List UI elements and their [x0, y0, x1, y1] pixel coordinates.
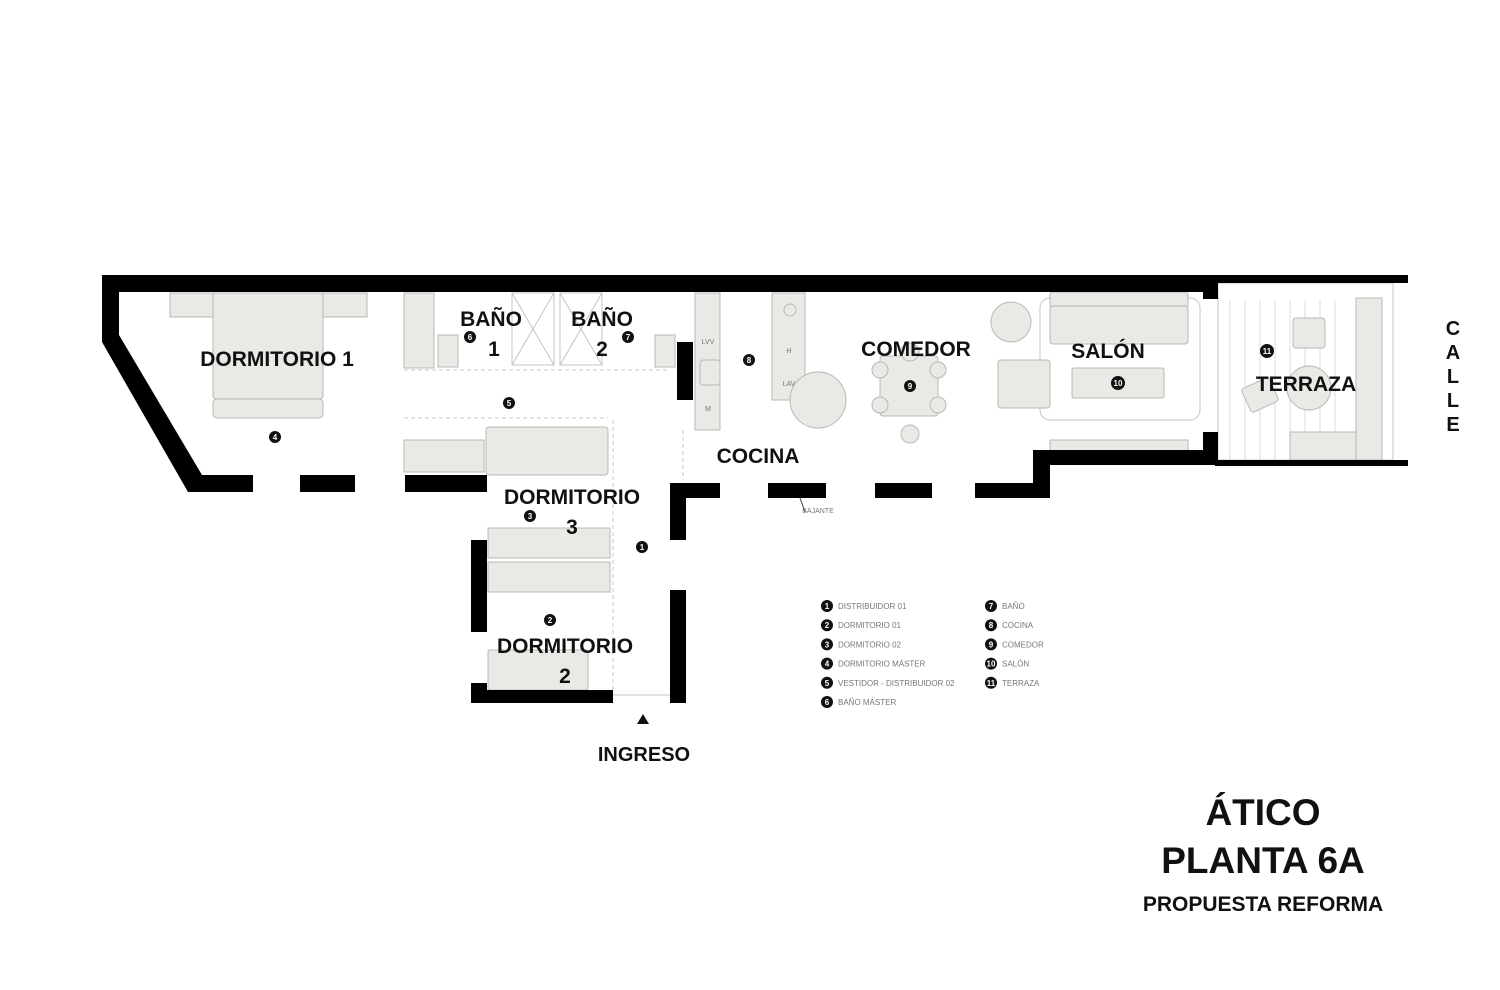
room-label-dormitorio-2: DORMITORIO [497, 635, 633, 658]
marker-10: 10 [1111, 376, 1125, 390]
title-line-1: ÁTICO [1205, 792, 1320, 833]
room-label-cocina: COCINA [717, 445, 800, 468]
room-markers: 1 2 3 4 5 6 7 8 9 10 11 [269, 331, 1274, 626]
legend-marker [985, 638, 997, 651]
room-label-dormitorio-3: DORMITORIO [504, 486, 640, 509]
legend-number: 11 [987, 679, 996, 688]
marker-8: 8 [743, 354, 755, 366]
kitchen-label-m: M [705, 406, 711, 413]
room-label-dormitorio-1: DORMITORIO 1 [200, 348, 354, 371]
svg-text:L: L [1447, 390, 1459, 412]
legend-marker [821, 676, 833, 689]
marker-3: 3 [524, 510, 536, 522]
svg-text:4: 4 [273, 433, 278, 442]
legend-item: 2 DORMITORIO 01 [821, 619, 902, 632]
legend-label: BAÑO [1002, 602, 1025, 611]
legend-item: 5 VESTIDOR - DISTRIBUIDOR 02 [821, 676, 955, 689]
room-label-dormitorio-2-number: 2 [559, 665, 571, 688]
legend-marker [985, 619, 997, 632]
bajante-label: BAJANTE [802, 508, 834, 515]
marker-4: 4 [269, 431, 281, 443]
marker-1: 1 [636, 541, 648, 553]
marker-11: 11 [1260, 344, 1274, 358]
svg-text:9: 9 [908, 382, 913, 391]
kitchen-label-lav: LAV [783, 381, 796, 388]
title-line-3: PROPUESTA REFORMA [1143, 893, 1383, 916]
svg-text:5: 5 [507, 399, 512, 408]
legend-item: 10 SALÓN [985, 657, 1029, 670]
legend-label: VESTIDOR - DISTRIBUIDOR 02 [838, 679, 955, 688]
legend-number: 7 [989, 602, 994, 611]
ingreso-label: INGRESO [598, 744, 690, 766]
legend-item: 8 COCINA [985, 619, 1034, 632]
svg-text:C: C [1446, 318, 1460, 340]
marker-9: 9 [904, 380, 916, 392]
legend-item: 7 BAÑO [985, 600, 1025, 612]
legend-label: DORMITORIO 01 [838, 621, 902, 630]
legend-marker [985, 676, 997, 689]
room-label-salon: SALÓN [1071, 339, 1145, 363]
legend-number: 4 [825, 660, 830, 669]
legend-number: 1 [825, 602, 830, 611]
legend-number: 6 [825, 698, 830, 707]
entrance-arrow-icon [637, 714, 649, 724]
svg-text:L: L [1447, 366, 1459, 388]
room-label-bano-2-number: 2 [596, 338, 608, 361]
svg-text:3: 3 [528, 512, 533, 521]
room-label-bano-1: BAÑO [460, 308, 522, 331]
legend-marker [985, 657, 997, 670]
legend-item: 4 DORMITORIO MÁSTER [821, 657, 926, 670]
room-label-bano-1-number: 1 [488, 338, 500, 361]
marker-6: 6 [464, 331, 476, 343]
svg-text:10: 10 [1114, 379, 1123, 388]
svg-text:A: A [1446, 342, 1460, 364]
legend-label: TERRAZA [1002, 679, 1040, 688]
legend-marker [985, 600, 997, 612]
svg-text:E: E [1446, 414, 1459, 436]
kitchen-label-h: H [786, 348, 791, 355]
legend-label: SALÓN [1002, 660, 1029, 669]
legend-item: 9 COMEDOR [985, 638, 1044, 651]
room-label-terraza: TERRAZA [1256, 373, 1356, 396]
room-label-dormitorio-3-number: 3 [566, 516, 578, 539]
legend-marker [821, 696, 833, 708]
legend-number: 10 [987, 660, 996, 669]
legend-number: 3 [825, 640, 830, 649]
legend-item: 11 TERRAZA [985, 676, 1040, 689]
legend-marker [821, 657, 833, 670]
legend-marker [821, 600, 833, 612]
legend-label: COCINA [1002, 621, 1034, 630]
svg-text:6: 6 [468, 333, 473, 342]
legend-label: COMEDOR [1002, 640, 1044, 649]
svg-text:1: 1 [640, 543, 645, 552]
kitchen-label-lvv: LVV [702, 339, 715, 346]
svg-text:7: 7 [626, 333, 631, 342]
svg-text:8: 8 [747, 356, 752, 365]
legend-marker [821, 638, 833, 651]
legend-item: 6 BAÑO MÁSTER [821, 696, 896, 708]
room-label-comedor: COMEDOR [861, 338, 971, 361]
svg-text:11: 11 [1263, 347, 1272, 356]
calle-label: C A L L E [1446, 318, 1460, 436]
legend-item: 1 DISTRIBUIDOR 01 [821, 600, 907, 612]
marker-2: 2 [544, 614, 556, 626]
legend-label: DISTRIBUIDOR 01 [838, 602, 907, 611]
marker-5: 5 [503, 397, 515, 409]
legend-item: 3 DORMITORIO 02 [821, 638, 902, 651]
legend-label: DORMITORIO 02 [838, 640, 902, 649]
legend-number: 9 [989, 640, 994, 649]
room-label-bano-2: BAÑO [571, 308, 633, 331]
legend-number: 8 [989, 621, 994, 630]
walls [102, 275, 1408, 703]
legend-label: DORMITORIO MÁSTER [838, 660, 926, 669]
furniture [169, 282, 1394, 691]
title-line-2: PLANTA 6A [1161, 840, 1365, 881]
marker-7: 7 [622, 331, 634, 343]
legend-marker [821, 619, 833, 632]
svg-text:2: 2 [548, 616, 553, 625]
legend-number: 2 [825, 621, 830, 630]
legend-label: BAÑO MÁSTER [838, 698, 896, 707]
legend-number: 5 [825, 679, 830, 688]
